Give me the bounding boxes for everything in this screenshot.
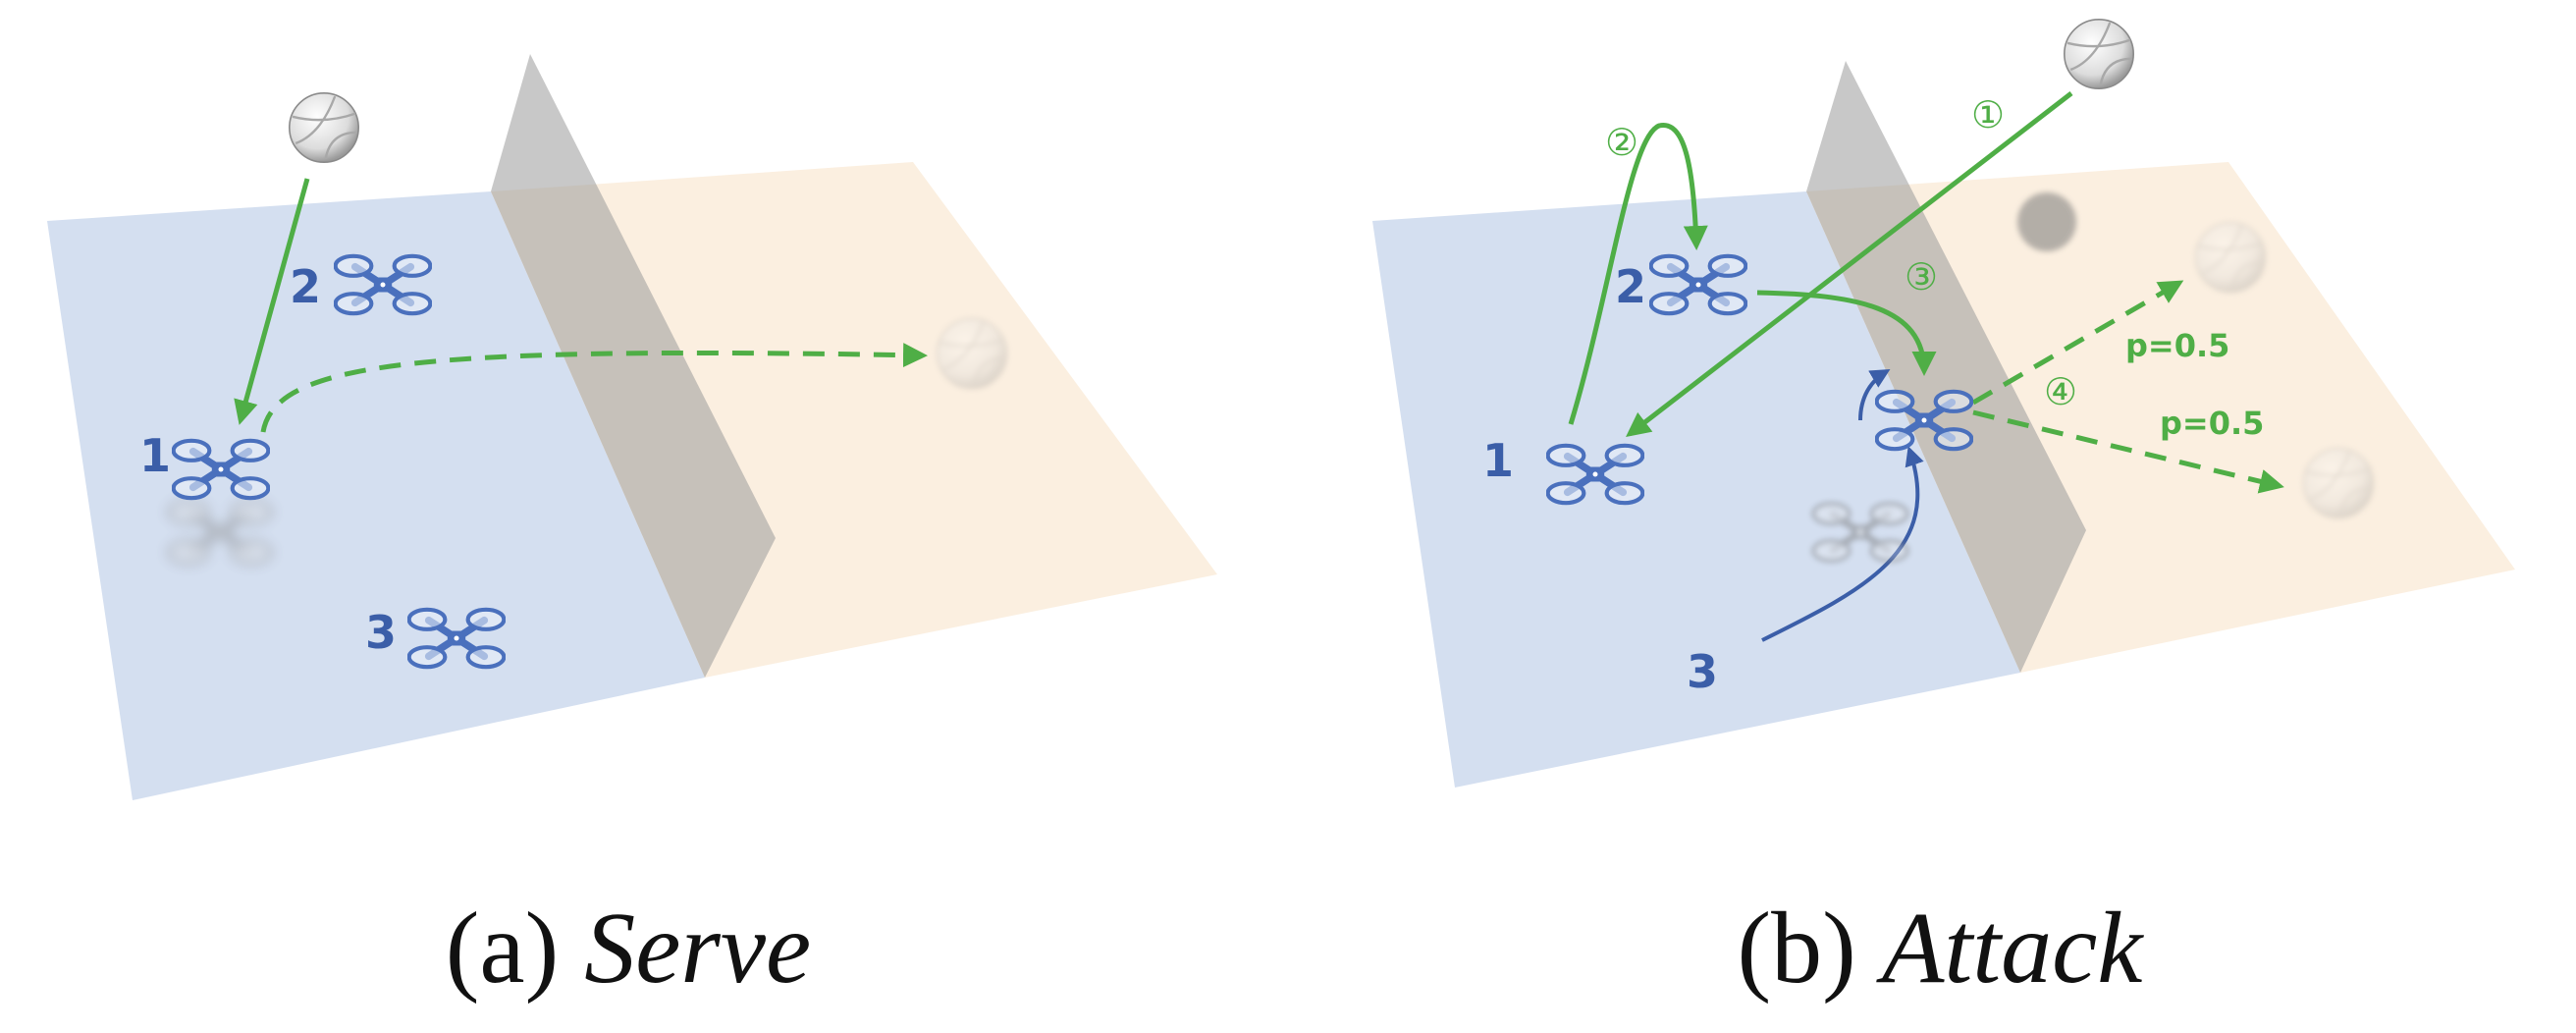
drone-label-1: 1 [139,429,171,482]
probability-label-lower: p=0.5 [2160,405,2264,442]
step3-arrow [1756,290,1937,376]
panel-serve: 2 1 3 (a) Serve [47,54,1217,1005]
step-label-1: ① [1971,93,2005,136]
drone-label-2: 2 [1615,260,1646,313]
own-court [1372,191,2020,788]
net [1806,61,2086,673]
panel-attack: 2 1 3 ① ② ③ ④ p=0.5 p=0.5 (b) Attack [1372,18,2515,1005]
volleyball-icon [2302,447,2375,519]
caption-letter: (b) [1738,892,1856,1005]
ball-trajectory-arrow [234,178,310,425]
volleyball-icon [936,317,1008,390]
caption-letter: (a) [446,892,559,1005]
step2-arrow [1568,122,1708,425]
drone-label-3: 3 [1687,645,1718,698]
probability-label-upper: p=0.5 [2125,327,2229,364]
volleyball-icon [2063,18,2135,90]
drone3-path-arrow [1761,446,1924,642]
step1-arrow [1626,91,2073,438]
ball-shadow [2017,192,2076,251]
caption-name: Attack [1876,892,2144,1005]
step-label-2: ② [1605,121,1638,164]
step-label-3: ③ [1905,255,1938,299]
drone-label-1: 1 [1482,434,1514,487]
step4-arrow-lower [1972,409,2284,494]
own-court [47,191,705,800]
volleyball-icon [2194,221,2267,294]
step-label-4: ④ [2044,370,2077,413]
drone-label-2: 2 [290,260,321,313]
step4-arrow-upper [1971,280,2184,406]
net [491,54,776,678]
volleyball-icon [288,91,360,164]
caption-serve: (a) Serve [446,892,811,1005]
drone3-lift-arrow [1858,368,1891,421]
caption-attack: (b) Attack [1738,892,2145,1005]
drone-label-3: 3 [365,606,397,659]
caption-name: Serve [584,892,811,1005]
